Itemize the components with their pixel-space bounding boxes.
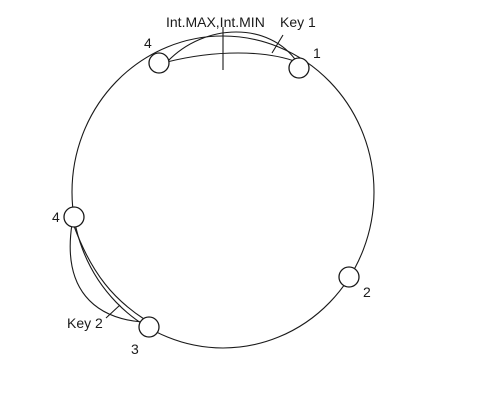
key1-label: Key 1	[280, 14, 316, 30]
node-4-top[interactable]	[148, 52, 170, 74]
boundary-label: Int.MAX,Int.MIN	[166, 14, 265, 30]
node-3[interactable]	[138, 316, 160, 338]
key2-pointer	[105, 304, 121, 319]
key2-arc-outer	[69, 223, 143, 323]
node-2[interactable]	[338, 266, 360, 288]
node-4-top-label: 4	[144, 35, 152, 51]
key1-pointer	[271, 34, 284, 54]
key2-arc-inner	[73, 225, 145, 320]
node-3-label: 3	[131, 341, 139, 357]
node-2-label: 2	[363, 284, 371, 300]
node-1[interactable]	[288, 57, 310, 79]
hash-ring	[71, 35, 375, 349]
node-4-left[interactable]	[63, 206, 85, 228]
key1-arc-inner	[166, 52, 298, 63]
key1-arc-outer	[166, 31, 298, 63]
key2-label: Key 2	[67, 315, 103, 331]
node-4-left-label: 4	[52, 209, 60, 225]
node-1-label: 1	[313, 45, 321, 61]
